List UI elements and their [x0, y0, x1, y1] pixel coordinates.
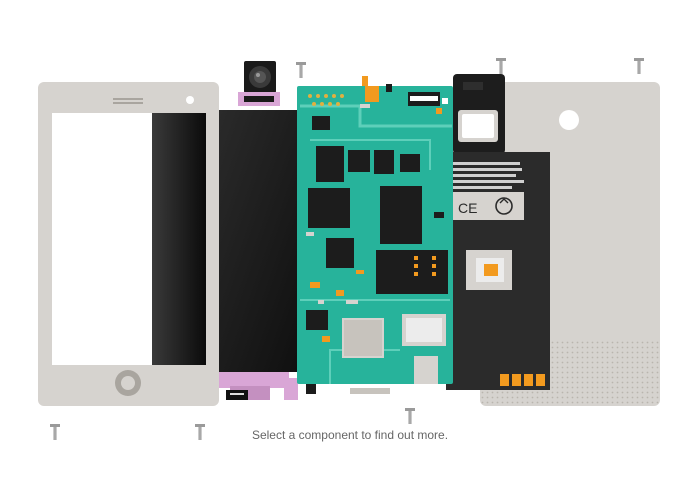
screw-icon[interactable] [634, 58, 644, 74]
logic-board[interactable] [297, 76, 453, 394]
instruction-caption: Select a component to find out more. [251, 428, 449, 442]
sim-card-icon [466, 250, 512, 290]
rear-camera-module[interactable] [453, 74, 505, 154]
home-button-icon [115, 370, 141, 396]
ce-mark: CE [458, 200, 477, 216]
lcd-panel[interactable] [219, 110, 311, 400]
screw-icon[interactable] [496, 58, 506, 74]
screw-icon[interactable] [405, 408, 415, 424]
front-camera[interactable] [238, 61, 280, 106]
front-display-assembly[interactable] [38, 82, 219, 406]
battery[interactable]: CE [446, 152, 550, 390]
screw-icon[interactable] [296, 62, 306, 78]
recycle-icon [495, 197, 513, 215]
